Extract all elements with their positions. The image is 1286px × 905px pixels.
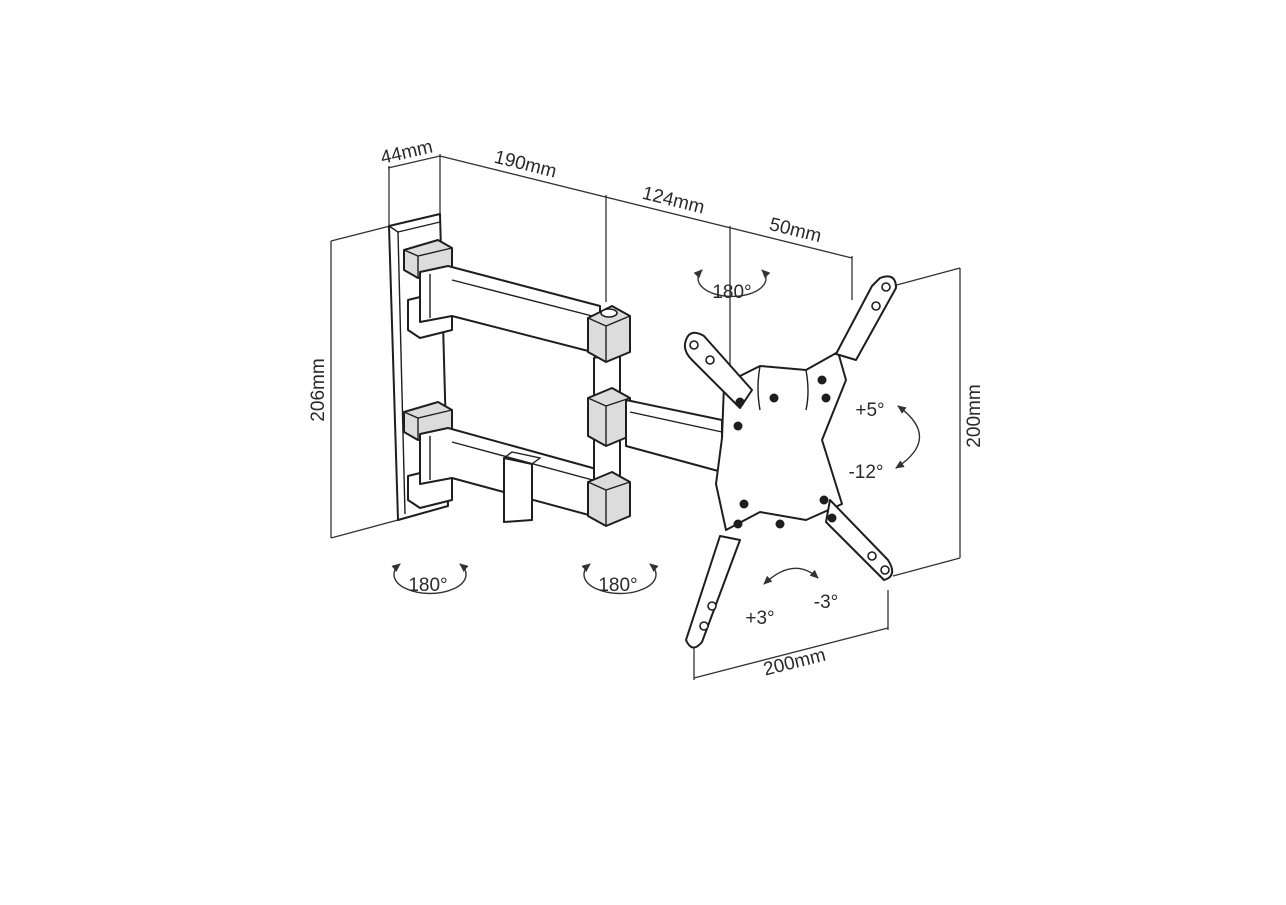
bracket-upper-right — [835, 275, 897, 361]
rotation-labels: 180° 180° 180° +5° -12° +3° -3° — [408, 282, 884, 629]
elbow-bottom-cap — [587, 471, 631, 527]
height-bottom-extension — [330, 519, 399, 539]
level-minus-label: -3° — [814, 592, 839, 613]
arm-swivel-arc — [581, 563, 659, 595]
bracket-lower-right — [825, 499, 894, 581]
elbow-joint — [587, 305, 631, 527]
vesa-height-bottom-extension — [892, 557, 961, 577]
rotation-arcs — [391, 269, 921, 595]
wall-plate-height-label: 206mm — [308, 358, 329, 421]
tilt-up-label: +5° — [855, 400, 884, 421]
top-dimension-line — [439, 155, 853, 259]
wall-swivel-arc — [391, 563, 469, 595]
head-offset-label: 50mm — [767, 214, 823, 247]
arm-swivel-label: 180° — [598, 575, 637, 596]
vesa-head — [683, 275, 897, 649]
vesa-height-label: 200mm — [964, 384, 985, 447]
vesa-height-top-extension — [892, 267, 961, 287]
vesa-width-dimension-line — [693, 627, 889, 679]
level-arc — [763, 567, 819, 585]
depth-dimension-line — [387, 155, 441, 169]
tilt-down-label: -12° — [848, 462, 883, 483]
height-top-extension — [330, 223, 399, 242]
dimension-lines — [330, 154, 961, 680]
head-swivel-label: 180° — [712, 282, 751, 303]
second-arm — [625, 399, 723, 473]
elbow-middle-block — [587, 387, 631, 447]
wall-swivel-label: 180° — [408, 575, 447, 596]
bracket-upper-left — [683, 331, 753, 409]
level-plus-label: +3° — [745, 608, 774, 629]
tilt-arc — [895, 405, 921, 469]
first-arm-lower — [419, 427, 601, 523]
cable-clip — [503, 457, 533, 523]
head-swivel-arc — [693, 269, 771, 298]
first-arm-upper — [419, 265, 601, 355]
vesa-width-label: 200mm — [761, 645, 828, 681]
bracket-lower-left — [685, 535, 741, 649]
